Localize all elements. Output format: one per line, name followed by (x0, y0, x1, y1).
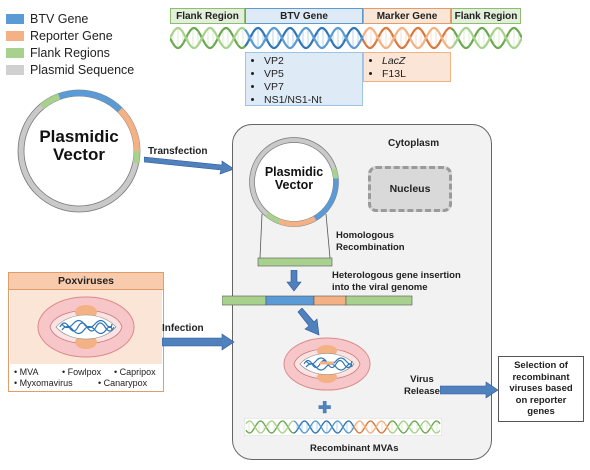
header-flank-right-label: Flank Region (454, 10, 518, 22)
release-arrow (440, 381, 499, 399)
recombinant-mvas-label: Recombinant MVAs (310, 443, 399, 454)
virus-release-label: Virus Release (404, 374, 440, 397)
legend-label: Reporter Gene (30, 29, 113, 43)
helix-strand (293, 420, 355, 434)
header-marker-gene-label: Marker Gene (376, 10, 438, 22)
recombinant-virus (283, 337, 371, 391)
legend-item-btv: BTV Gene (6, 12, 88, 26)
legend-item-plasmid: Plasmid Sequence (6, 63, 134, 77)
plasmid-inner-diagram (249, 137, 339, 267)
diagonal-arrow (297, 308, 320, 336)
poxvirus-item-label: MVA (19, 367, 39, 377)
helix-strands (170, 26, 522, 50)
recombination-line (259, 213, 263, 259)
plasmid-flank-arc (132, 150, 140, 164)
btv-item: VP2 (264, 55, 362, 68)
poxviruses-header: Poxviruses (8, 272, 164, 290)
plasmid-inner-flank-arc (331, 168, 339, 179)
viral-dna-squiggle (59, 319, 115, 335)
marker-gene-list: LacZ F13L (363, 52, 451, 82)
poxvirus-item: • MVA (14, 367, 39, 377)
header-flank-left-label: Flank Region (176, 10, 239, 22)
plasmid-inner-flank-arc (265, 212, 281, 224)
poxvirus-item: • Capripox (114, 367, 156, 377)
btv-item: VP5 (264, 68, 362, 81)
poxvirus-item-label: Capripox (119, 367, 156, 377)
header-btv-gene-label: BTV Gene (280, 10, 328, 22)
poxvirus-item: • Canarypox (98, 378, 148, 388)
marker-item: F13L (382, 68, 450, 81)
helix-strand (450, 26, 522, 50)
helix-strands (245, 420, 441, 434)
poxvirus-item-label: Canarypox (103, 378, 148, 388)
header-btv-gene: BTV Gene (245, 8, 363, 24)
header-flank-right: Flank Region (451, 8, 521, 24)
poxviruses-title: Poxviruses (57, 275, 115, 287)
helix-strand (450, 26, 522, 50)
nucleus-label: Nucleus (389, 183, 431, 195)
helix-strand (170, 26, 246, 50)
helix-strand (353, 420, 390, 434)
nucleus: Nucleus (368, 166, 452, 212)
cytoplasm-label: Cytoplasm (388, 138, 440, 149)
legend-swatch-flank (6, 48, 24, 58)
infection-arrow (162, 333, 235, 351)
genome-btv (265, 295, 315, 306)
viral-genome-bar (222, 295, 413, 306)
helix-strand (353, 420, 390, 434)
recombination-line (325, 213, 331, 259)
helix-strand (293, 420, 355, 434)
legend-label: Plasmid Sequence (30, 63, 135, 77)
legend-swatch-plasmid (6, 65, 24, 75)
genome-reporter (313, 295, 347, 306)
btv-item: VP7 (264, 81, 362, 94)
selection-box: Selection of recombinant viruses based o… (498, 356, 584, 422)
legend-label: BTV Gene (30, 12, 89, 26)
plasmid-left-label: Plasmidic Vector (39, 127, 119, 164)
helix-strand (388, 420, 441, 434)
legend-item-reporter: Reporter Gene (6, 29, 113, 43)
transfection-label: Transfection (148, 146, 208, 157)
plasmid-left-diagram (17, 89, 141, 213)
helix-strand (245, 420, 294, 434)
helix-strand (245, 420, 294, 434)
heterologous-insertion-label: Heterologous gene insertion into the vir… (332, 270, 461, 293)
genome-flank (222, 295, 267, 306)
poxvirus-item: • Fowlpox (62, 367, 102, 377)
recombinant-dna-helix (244, 418, 442, 436)
poxviruses-list: • MVA • Fowlpox • Capripox • Myxomavirus… (10, 366, 162, 390)
plasmid-reporter-arc (117, 107, 140, 152)
poxvirus-item: • Myxomavirus (14, 378, 73, 388)
infection-label: Infection (162, 323, 204, 334)
legend-item-flank: Flank Regions (6, 46, 110, 60)
helix-strand (388, 420, 441, 434)
btv-item: NS1/NS1-Nt (264, 94, 362, 107)
genome-flank (345, 295, 413, 306)
btv-gene-list: VP2 VP5 VP7 NS1/NS1-Nt (245, 52, 363, 106)
plasmid-btv-arc (58, 90, 123, 113)
homologous-recombination-label: Homologous Recombination (336, 230, 405, 253)
helix-strand (170, 26, 246, 50)
marker-item: LacZ (382, 55, 450, 68)
plasmid-inner-reporter-arc (278, 216, 317, 227)
plasmid-inner-inline (254, 142, 334, 222)
down-arrow-1 (286, 270, 302, 292)
plasmid-inner-label: Plasmidic Vector (264, 165, 324, 193)
selection-label: Selection of recombinant viruses based o… (509, 360, 573, 418)
legend-swatch-btv (6, 14, 24, 24)
recombination-fragment (257, 257, 333, 267)
plasmid-inner-btv-arc (313, 178, 339, 221)
construct-dna-helix (170, 26, 522, 50)
poxvirus-item-label: Fowlpox (67, 367, 102, 377)
plasmid-flank-arc (39, 93, 61, 109)
legend-label: Flank Regions (30, 46, 110, 60)
transfection-arrow (144, 156, 235, 175)
header-marker-gene: Marker Gene (363, 8, 451, 24)
plus-icon: ✚ (318, 400, 332, 417)
poxvirus-particle (37, 296, 135, 358)
legend-swatch-reporter (6, 31, 24, 41)
poxvirus-item-label: Myxomavirus (19, 378, 73, 388)
header-flank-left: Flank Region (170, 8, 245, 24)
